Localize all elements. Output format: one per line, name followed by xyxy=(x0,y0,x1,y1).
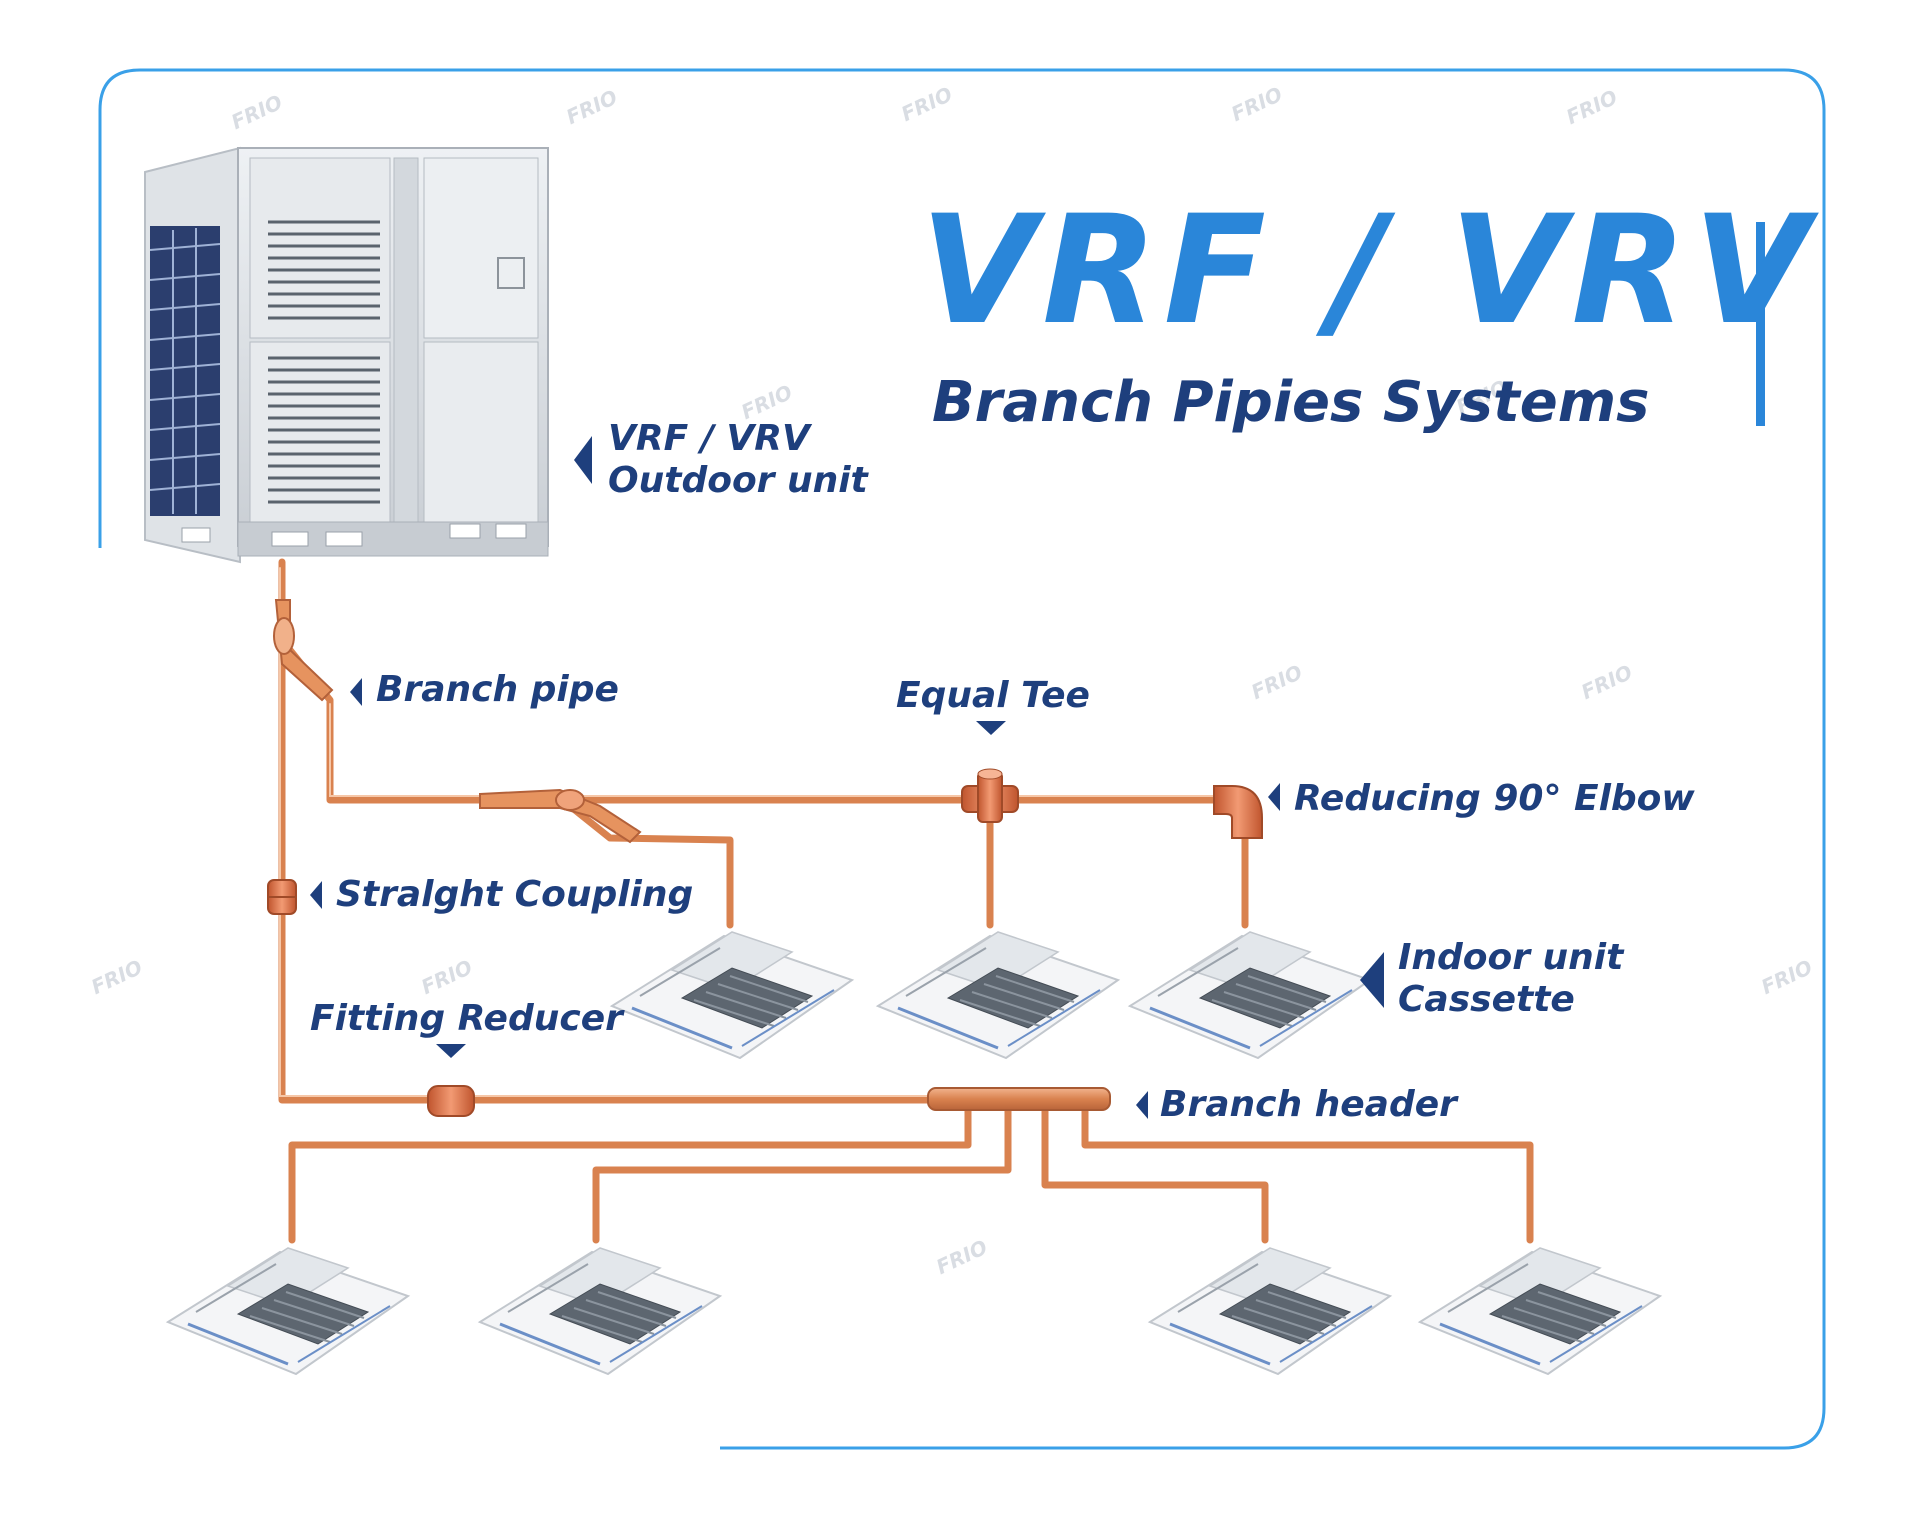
reducing-elbow-fitting xyxy=(1213,785,1263,839)
equal-tee-pointer xyxy=(976,721,1006,735)
cassette-unit-7 xyxy=(1418,1246,1662,1376)
fitting-reducer-pointer xyxy=(436,1044,466,1058)
main-title: VRF / VRV xyxy=(920,184,1815,358)
branch-header-fitting xyxy=(927,1087,1111,1111)
cassette-unit-5 xyxy=(478,1246,722,1376)
straight-coupling-fitting xyxy=(267,879,297,915)
branch-pipe-fitting xyxy=(273,599,334,702)
straight-coupling-pointer xyxy=(310,881,322,909)
branch-y-fitting xyxy=(479,788,642,844)
indoor-unit-label-line1: Indoor unit xyxy=(1398,937,1624,978)
equal-tee-fitting xyxy=(961,768,1019,823)
branch-pipe-pointer xyxy=(350,678,362,706)
cassette-unit-4 xyxy=(166,1246,410,1376)
subtitle: Branch Pipies Systems xyxy=(932,370,1650,435)
cassette-unit-3 xyxy=(1128,930,1372,1060)
branch-pipe-label: Branch pipe xyxy=(376,669,619,710)
fitting-reducer-fitting xyxy=(427,1085,475,1117)
reducing-elbow-pointer xyxy=(1268,783,1280,811)
equal-tee-label: Equal Tee xyxy=(896,675,1090,716)
straight-coupling-label: Stralght Coupling xyxy=(336,874,694,915)
frame-border xyxy=(98,68,1826,1450)
outdoor-unit-label-line2: Outdoor unit xyxy=(608,460,868,501)
label-pointers xyxy=(310,436,1384,1119)
indoor-unit-label-line2: Cassette xyxy=(1398,979,1575,1020)
indoor-unit-pointer xyxy=(1360,952,1384,1008)
branch-header-label: Branch header xyxy=(1160,1084,1457,1125)
cassette-unit-1 xyxy=(610,930,854,1060)
outdoor-unit-image xyxy=(144,146,549,564)
branch-header-pointer xyxy=(1136,1091,1148,1119)
cassette-unit-6 xyxy=(1148,1246,1392,1376)
outdoor-unit-label-line1: VRF / VRV xyxy=(608,418,810,459)
title-accent-bar xyxy=(1756,222,1765,426)
reducing-elbow-label: Reducing 90° Elbow xyxy=(1294,778,1695,819)
fitting-reducer-label: Fitting Reducer xyxy=(310,998,623,1039)
cassette-unit-2 xyxy=(876,930,1120,1060)
outdoor-unit-pointer xyxy=(574,436,592,484)
